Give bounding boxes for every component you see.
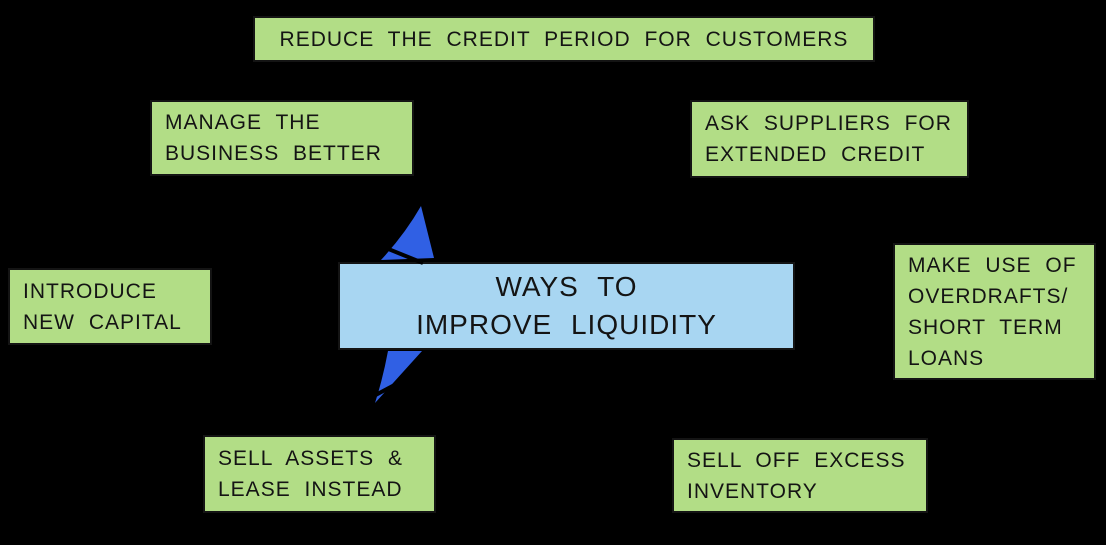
node-label-line: INVENTORY: [687, 479, 818, 503]
node-sell-assets-lease-instead: SELL ASSETS & LEASE INSTEAD: [203, 435, 436, 513]
node-label-line: SELL ASSETS &: [218, 447, 403, 470]
arrow-slash: [369, 370, 420, 400]
node-label-line: REDUCE THE CREDIT PERIOD FOR CUSTOMERS: [279, 27, 849, 51]
node-label-line: MANAGE THE: [165, 111, 321, 134]
node-label-line: OVERDRAFTS/: [908, 284, 1069, 308]
node-label-line: LOANS: [908, 346, 985, 370]
node-label-line: LEASE INSTEAD: [218, 478, 403, 501]
node-label-line: MAKE USE OF: [908, 253, 1077, 277]
node-ask-suppliers-extended-credit: ASK SUPPLIERS FOR EXTENDED CREDIT: [690, 100, 969, 178]
center-label-line: WAYS TO: [495, 271, 638, 302]
node-manage-business-better: MANAGE THE BUSINESS BETTER: [150, 100, 414, 176]
node-label-line: BUSINESS BETTER: [165, 142, 382, 165]
node-label-line: EXTENDED CREDIT: [705, 143, 926, 166]
center-label-line: IMPROVE LIQUIDITY: [416, 309, 717, 340]
curved-arrow-up-icon: [381, 206, 434, 260]
node-label-line: NEW CAPITAL: [23, 310, 182, 334]
node-label-line: INTRODUCE: [23, 279, 157, 303]
curved-arrow-down-icon: [375, 351, 422, 403]
node-label-line: SHORT TERM: [908, 315, 1063, 339]
node-sell-off-excess-inventory: SELL OFF EXCESS INVENTORY: [672, 438, 928, 513]
node-label-line: SELL OFF EXCESS: [687, 448, 906, 472]
node-label-line: ASK SUPPLIERS FOR: [705, 112, 952, 135]
node-reduce-credit-period: REDUCE THE CREDIT PERIOD FOR CUSTOMERS: [253, 16, 875, 62]
node-overdrafts-short-term-loans: MAKE USE OF OVERDRAFTS/ SHORT TERM LOANS: [893, 243, 1096, 380]
arrow-slash: [375, 242, 424, 265]
center-node-ways-to-improve-liquidity: WAYS TO IMPROVE LIQUIDITY: [338, 262, 795, 350]
node-introduce-new-capital: INTRODUCE NEW CAPITAL: [8, 268, 212, 345]
